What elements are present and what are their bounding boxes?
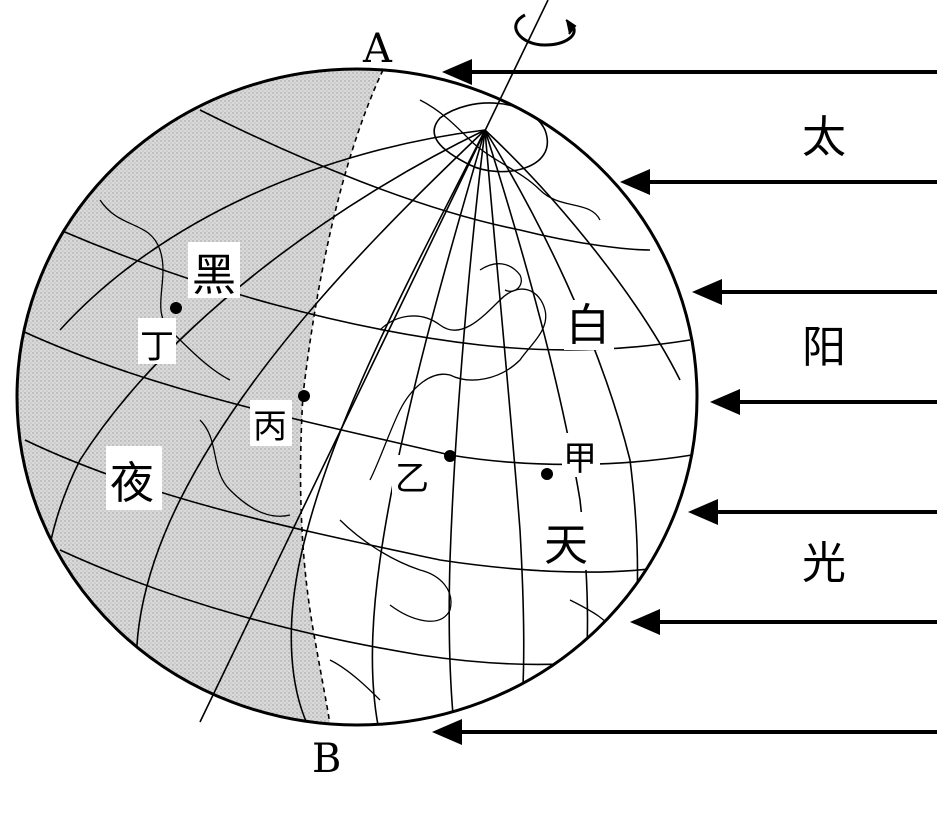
- point-markers: [170, 302, 553, 480]
- arrow-left-icon: [691, 278, 722, 306]
- label-b: B: [312, 736, 341, 782]
- continent-outlines: [99, 99, 621, 701]
- point-bing-dot: [298, 390, 310, 402]
- sunlight-label-1: 太: [802, 112, 846, 163]
- label-a: A: [362, 26, 393, 72]
- day-label-2: 天: [544, 520, 588, 571]
- arrow-left-icon: [629, 608, 660, 636]
- point-ding-dot: [170, 302, 182, 314]
- globe-outline: [15, 67, 699, 727]
- night-label-2: 夜: [110, 458, 154, 509]
- point-bing-label: 丙: [253, 407, 287, 447]
- day-label-1: 白: [566, 300, 610, 351]
- arrow-left-icon: [431, 718, 462, 746]
- terminator-line: [299, 69, 384, 726]
- arrow-left-icon: [687, 498, 718, 526]
- point-ding-label: 丁: [140, 327, 174, 367]
- point-yi-label: 乙: [395, 459, 429, 499]
- night-label-1: 黑: [192, 250, 236, 301]
- arrow-left-icon: [709, 388, 740, 416]
- sunlight-arrows: [431, 58, 937, 746]
- label-backgrounds: [106, 242, 614, 570]
- arrow-left-icon: [441, 58, 472, 86]
- sunlight-label-3: 光: [802, 538, 846, 589]
- sunlight-label-2: 阳: [802, 322, 846, 373]
- point-yi-dot: [444, 450, 456, 462]
- point-jia-dot: [541, 468, 553, 480]
- rotation-arrow-icon: [514, 13, 577, 47]
- arrow-left-icon: [619, 168, 650, 196]
- earth-axis: [199, 0, 549, 723]
- point-jia-label: 甲: [563, 439, 597, 479]
